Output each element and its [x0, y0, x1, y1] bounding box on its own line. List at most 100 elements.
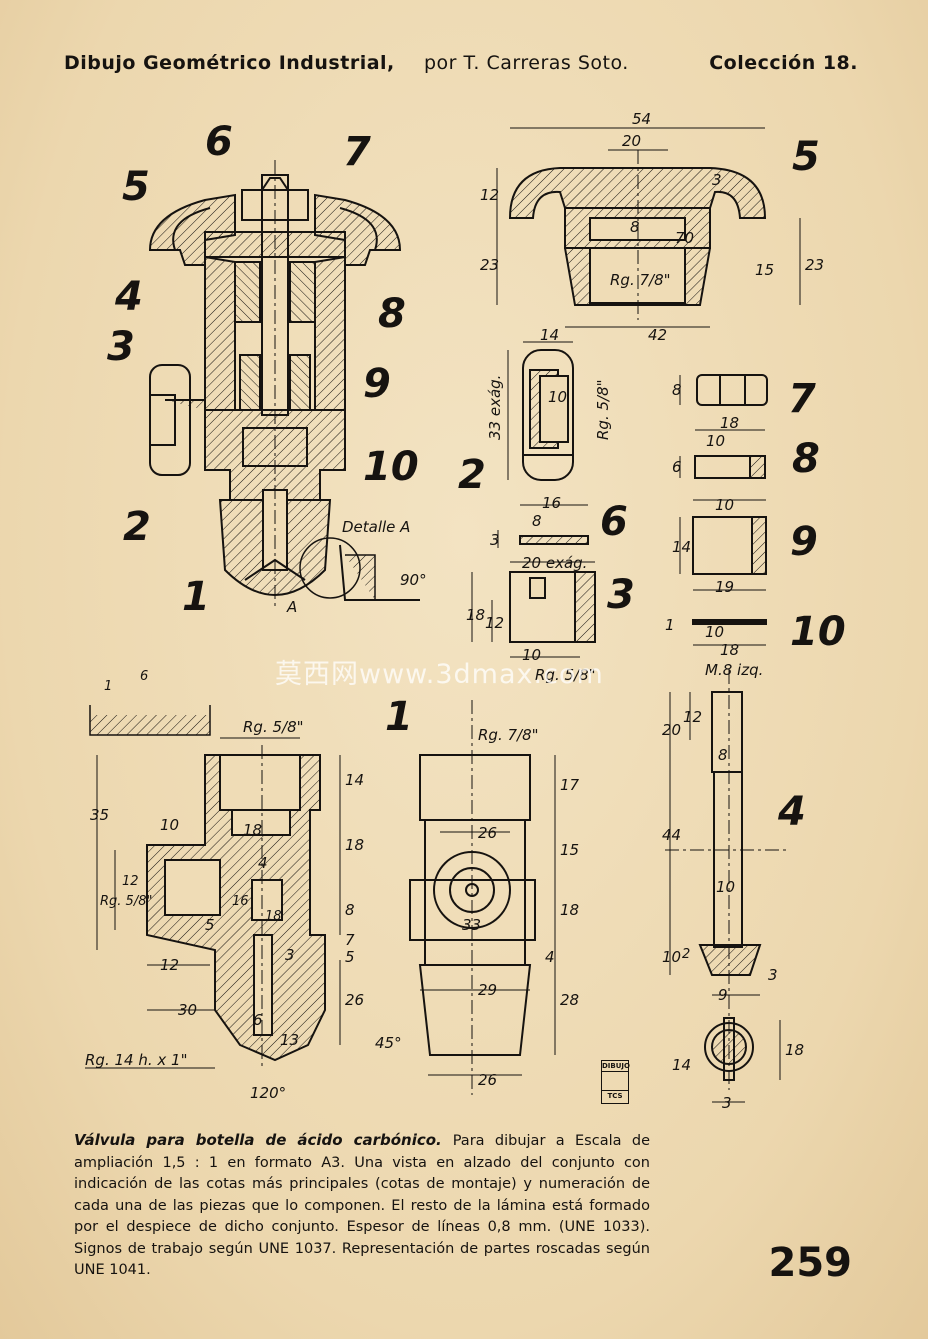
dim-text: 6 — [140, 669, 148, 684]
callout-part7: 7 — [788, 376, 816, 422]
detail-letter: A — [286, 598, 297, 616]
dim-text: 4 — [545, 948, 555, 966]
detail-angle: 90° — [400, 571, 427, 589]
dim-text: Rg. 14 h. x 1" — [85, 1051, 187, 1069]
dim-text: 12 — [480, 186, 499, 204]
dim-text: 28 — [560, 991, 579, 1009]
dim-text: 4 — [258, 854, 268, 872]
dim-text: 33 exág. — [486, 375, 504, 440]
dim-text: 12 — [160, 956, 179, 974]
dim-text: 10 — [548, 388, 567, 406]
dim-text: Rg. 5/8" — [594, 379, 612, 440]
dim-text: 3 — [722, 1094, 732, 1112]
dim-text: 12 — [122, 874, 139, 889]
dim-text: 18 — [243, 821, 262, 839]
callout-part9: 9 — [790, 519, 818, 565]
dim-text: 18 — [720, 641, 739, 659]
dim-text: 14 — [672, 1056, 691, 1074]
dim-text: 5 — [205, 916, 215, 934]
part4-dims: 4 M.8 izq. 12 20 8 44 10 10 2 9 3 14 18 … — [662, 661, 806, 1112]
dim-text: 35 — [90, 806, 109, 824]
callout-1: 1 — [182, 574, 210, 620]
dim-text: 14 — [540, 326, 559, 344]
small-parts-dims: 7 8 8 18 10 6 9 10 14 19 10 1 10 18 — [665, 376, 846, 659]
page-number: 259 — [768, 1240, 853, 1286]
assembly-view — [148, 160, 420, 610]
callout-part4: 4 — [777, 789, 806, 835]
dim-text: 19 — [715, 578, 734, 596]
book-author: por T. Carreras Soto. — [424, 52, 629, 74]
caption: Válvula para botella de ácido carbónico.… — [74, 1130, 650, 1282]
dim-text: 20 exág. — [522, 554, 587, 572]
dim-text: 7 — [345, 931, 355, 949]
part2-dim-lines — [507, 341, 573, 480]
body-section-view — [89, 705, 326, 1070]
author-stamp: DIBUJO TCS — [601, 1060, 630, 1104]
dim-text: 33 — [462, 916, 481, 934]
dim-text: 23 — [480, 256, 499, 274]
dim-text: Rg. 7/8" — [478, 726, 539, 744]
assembly-callouts: 6 7 5 4 8 3 9 10 2 1 Detalle A A 90° — [107, 119, 427, 620]
dim-text: 120° — [250, 1084, 286, 1102]
dim-text: 13 — [280, 1031, 299, 1049]
dim-text: 10 — [705, 623, 724, 641]
collection-label: Colección 18. — [709, 52, 858, 74]
callout-part8: 8 — [792, 436, 820, 482]
detail-label: Detalle A — [342, 518, 410, 536]
callout-6: 6 — [205, 119, 233, 165]
dim-text: 12 — [485, 614, 504, 632]
dim-text: 14 — [345, 771, 364, 789]
dim-text: 10 — [662, 948, 681, 966]
caption-title: Válvula para botella de ácido carbónico. — [74, 1131, 453, 1149]
dim-text: 8 — [630, 218, 640, 236]
part4-stem — [665, 670, 790, 1090]
callout-part3: 3 — [607, 572, 635, 618]
dim-text: 23 — [805, 256, 824, 274]
dim-text: 9 — [718, 986, 728, 1004]
callout-part6: 6 — [600, 499, 628, 545]
book-title: Dibujo Geométrico Industrial, — [64, 52, 395, 74]
dim-text: 20 — [622, 132, 641, 150]
dim-text: 3 — [490, 531, 500, 549]
callout-part10: 10 — [790, 609, 846, 655]
dim-text: 26 — [345, 991, 364, 1009]
callout-part5: 5 — [792, 134, 820, 180]
dim-text: 3 — [768, 966, 778, 984]
dim-text: 10 — [160, 816, 179, 834]
stamp-emblem-icon — [602, 1071, 628, 1091]
dim-text: 26 — [478, 1071, 497, 1089]
watermark: 莫西网www.3dmax.com — [275, 659, 604, 690]
dim-text: 5 — [345, 948, 355, 966]
part4-dim-lines — [669, 692, 781, 1103]
part5-dim-lines — [496, 127, 801, 328]
dim-text: 54 — [632, 110, 651, 128]
callout-5: 5 — [122, 164, 150, 210]
caption-body: Para dibujar a Escala de ampliación 1,5 … — [74, 1133, 650, 1278]
part6-washer — [519, 535, 589, 545]
callout-8: 8 — [378, 291, 406, 337]
part6-part3-dims: 6 16 8 3 3 20 exág. 18 12 10 Rg. 5/8" — [466, 494, 635, 684]
dim-text: 8 — [532, 512, 542, 530]
dim-text: 26 — [478, 824, 497, 842]
stamp-bottom-text: TCS — [607, 1092, 623, 1100]
dim-text: Rg. 5/8" — [243, 718, 304, 736]
dim-text: 3 — [712, 171, 722, 189]
dim-text: 15 — [560, 841, 579, 859]
callout-part1: 1 — [385, 694, 413, 740]
callout-9: 9 — [363, 361, 391, 407]
dim-text: 17 — [560, 776, 580, 794]
dim-text: 1 — [665, 616, 675, 634]
body-section-dims: 6 1 Rg. 5/8" 35 14 10 18 18 Rg. 5/8" 12 … — [85, 669, 364, 1102]
dim-text: 16 — [232, 894, 249, 909]
dim-text: Rg. 5/8" — [100, 894, 152, 909]
part1-dim-lines — [420, 755, 556, 1076]
dim-text: 18 — [785, 1041, 804, 1059]
dim-text: 20 — [662, 721, 681, 739]
dim-text: 10 — [706, 432, 725, 450]
part1-body-elevation — [409, 700, 536, 1095]
small-parts-dim-lines — [679, 375, 766, 646]
dim-text: 42 — [648, 326, 667, 344]
dim-text: 12 — [683, 708, 702, 726]
dim-text: 8 — [672, 381, 682, 399]
dim-text: 70 — [675, 229, 694, 247]
